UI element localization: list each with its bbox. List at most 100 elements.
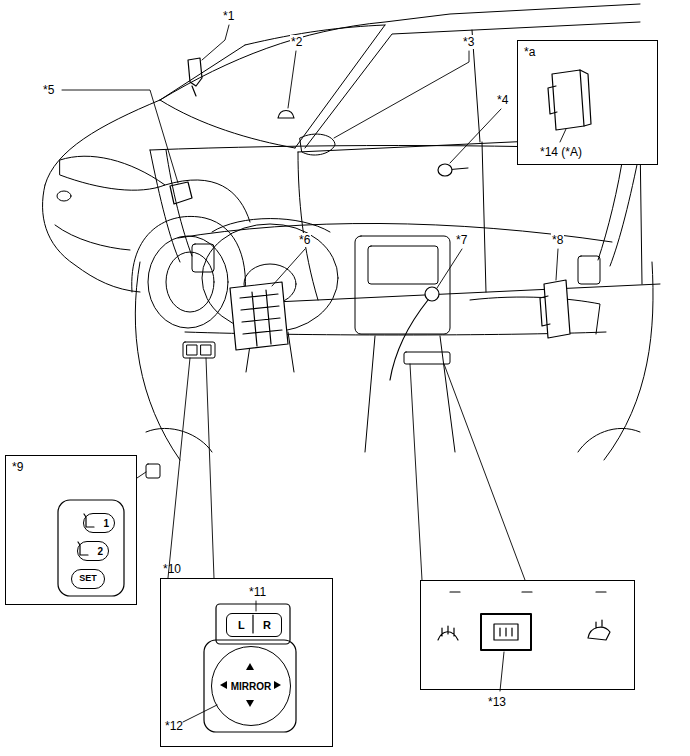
ecu-side xyxy=(580,70,591,126)
pillar-right xyxy=(598,150,624,260)
center-console xyxy=(365,336,455,452)
inner-mirror-sensor xyxy=(188,58,202,86)
ecu-bracket xyxy=(540,296,550,326)
pillar-right xyxy=(610,150,640,266)
vehicle-body xyxy=(43,4,660,328)
pillar-left xyxy=(150,150,180,262)
inset-frame: *a *14 (*A) xyxy=(517,40,658,165)
door-mirror xyxy=(300,134,335,155)
callout-number: *12 xyxy=(165,719,183,733)
knob-frame xyxy=(204,640,296,732)
audio-component xyxy=(425,287,439,301)
mirror-switch xyxy=(187,345,197,355)
leader-line xyxy=(202,25,229,60)
rear-defog-icon xyxy=(500,628,512,636)
instrument-panel xyxy=(135,146,653,479)
door-split xyxy=(482,142,486,292)
selector-divider xyxy=(252,615,253,633)
door-left xyxy=(135,262,180,460)
direction-arrows xyxy=(220,663,281,707)
switch-letter: L xyxy=(238,618,245,632)
leader-line xyxy=(62,90,178,183)
vent-right xyxy=(578,256,600,284)
mirror-knob: MIRROR xyxy=(211,646,291,726)
rear-defog-button xyxy=(481,614,531,650)
callout-number: *6 xyxy=(298,233,311,247)
hood-edge xyxy=(45,100,160,185)
mirror-heater-icon xyxy=(588,620,610,640)
arrow-down xyxy=(246,700,254,707)
door-right xyxy=(604,262,653,460)
junction-block-grid xyxy=(240,290,282,346)
display xyxy=(368,246,438,284)
headlamp xyxy=(60,156,165,190)
leader-line xyxy=(288,51,296,108)
switch-panel xyxy=(183,342,215,358)
mirror-switch xyxy=(201,345,211,355)
inset-frame: *13 xyxy=(420,580,635,690)
defogger-switch-panel xyxy=(404,352,450,364)
leader-line xyxy=(334,51,469,138)
gauge-hood xyxy=(212,219,330,233)
switch-bezel xyxy=(58,500,124,596)
armrest-left xyxy=(146,428,212,452)
button-text: MIRROR xyxy=(231,681,272,692)
leader-line xyxy=(272,249,305,286)
ecu xyxy=(544,280,570,338)
indicator xyxy=(450,591,606,592)
arrow-right xyxy=(274,681,281,689)
callout-number: *4 xyxy=(496,93,509,107)
dash-top xyxy=(178,223,612,242)
button-text: 1 xyxy=(103,518,109,529)
callout-number: *14 (*A) xyxy=(540,145,582,159)
fender-line xyxy=(165,180,250,222)
set-button: SET xyxy=(71,569,105,589)
callout-number: *10 xyxy=(163,562,181,576)
inset-ground xyxy=(160,578,333,747)
front-wheel-rim xyxy=(166,252,214,312)
leader-line xyxy=(500,652,504,691)
callout-number: *3 xyxy=(462,35,475,49)
interior-components xyxy=(230,280,570,380)
callout-number: *7 xyxy=(455,233,468,247)
leader-line xyxy=(137,472,146,478)
memory-switch xyxy=(146,464,160,478)
component-wire xyxy=(390,300,428,380)
seat-icon xyxy=(78,542,88,555)
defogger-switch-detail xyxy=(438,592,610,691)
inset-ground xyxy=(517,40,658,165)
front-fascia xyxy=(43,185,140,292)
windshield-top xyxy=(245,25,385,45)
dome-component xyxy=(278,111,294,119)
leader-line xyxy=(450,109,501,163)
inner-mirror-sensor xyxy=(192,86,196,96)
exterior-components xyxy=(170,58,452,204)
callout-number: *2 xyxy=(290,35,303,49)
callout-number: *8 xyxy=(551,233,564,247)
memory-button: 2 xyxy=(77,541,109,561)
callout-number: *5 xyxy=(42,83,55,97)
windshield-left xyxy=(160,45,245,100)
switch-letter: R xyxy=(263,618,271,632)
arrow-up xyxy=(246,663,254,670)
callout-number: *1 xyxy=(222,9,235,23)
cowl-line xyxy=(160,100,295,148)
lower-grille xyxy=(55,225,130,250)
leader-line xyxy=(556,249,558,280)
front-door-edge xyxy=(298,152,318,300)
mirror-switch-detail xyxy=(183,601,296,732)
callout-number: *9 xyxy=(12,460,23,474)
memory-switch-detail xyxy=(58,500,124,596)
callout-number: *a xyxy=(524,45,535,59)
button-text: SET xyxy=(79,574,97,584)
ecu-body xyxy=(552,70,584,130)
leader-line xyxy=(560,129,566,142)
armrest-right xyxy=(578,428,640,452)
center-stack xyxy=(355,236,450,334)
leader-line xyxy=(256,601,257,611)
inset-frame: *10*11*12LRMIRROR xyxy=(160,578,333,747)
selector-frame xyxy=(216,604,290,644)
